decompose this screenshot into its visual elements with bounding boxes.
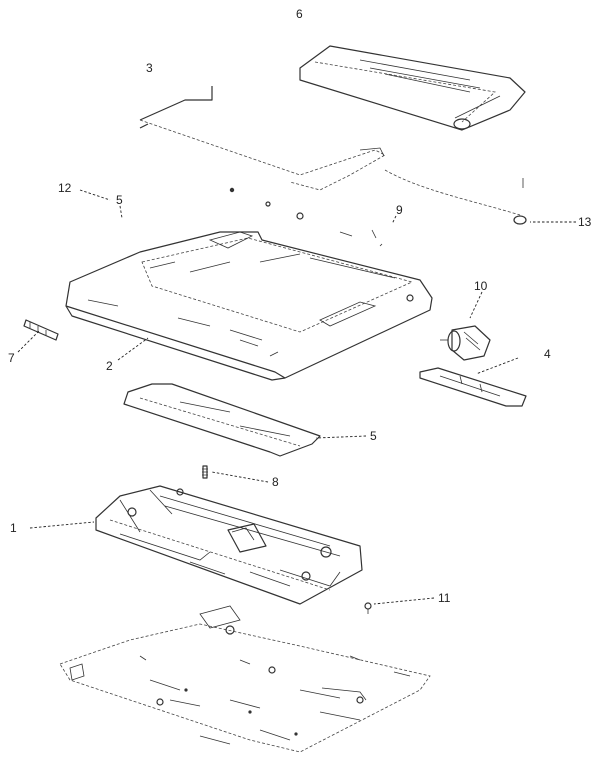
part-8-spring — [202, 465, 208, 479]
callout-12: 12 — [58, 181, 72, 195]
callout-9: 9 — [396, 203, 403, 217]
callout-3: 3 — [146, 61, 153, 75]
part-2-main-housing — [65, 231, 433, 381]
callout-leaders — [17, 189, 576, 605]
part-10-knob — [440, 325, 491, 361]
callout-2: 2 — [106, 359, 113, 373]
part-7-pin — [23, 319, 59, 341]
part-4-strip — [419, 367, 527, 407]
callout-13: 13 — [578, 215, 592, 229]
callout-11: 11 — [438, 591, 451, 605]
part-circuit-board — [59, 605, 431, 753]
callout-1: 1 — [10, 521, 17, 535]
callout-7: 7 — [8, 351, 15, 365]
callout-6: 6 — [296, 7, 303, 21]
part-small-screws — [229, 187, 383, 247]
part-5-bottom-plate — [123, 383, 321, 457]
part-3-paper-guide — [139, 86, 386, 191]
callout-5-lower: 5 — [370, 429, 377, 443]
part-1-mechanism — [95, 485, 363, 605]
part-6-top-cover — [299, 45, 526, 131]
callout-10: 10 — [474, 279, 488, 293]
callout-4: 4 — [544, 347, 551, 361]
part-11-screw — [364, 602, 372, 614]
part-13-cable — [384, 169, 527, 225]
callout-8: 8 — [272, 475, 279, 489]
callout-5-upper: 5 — [116, 193, 123, 207]
